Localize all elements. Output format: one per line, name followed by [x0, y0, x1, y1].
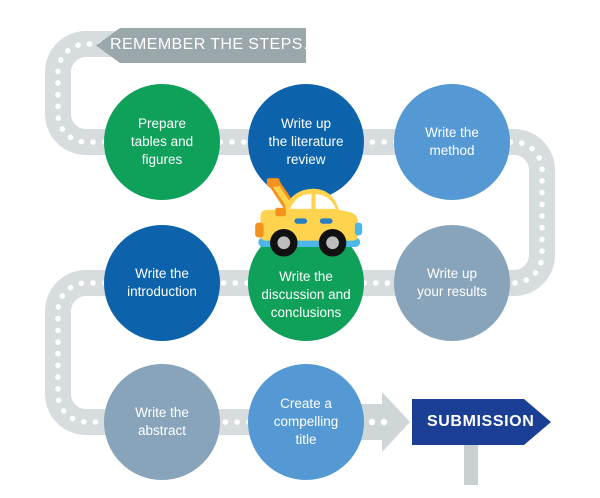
circle-create-compelling-title[interactable] — [248, 364, 364, 480]
submission-signpost[interactable] — [412, 399, 551, 485]
submission-sign-label: SUBMISSION — [427, 413, 535, 430]
circle-write-up-results[interactable] — [394, 225, 510, 341]
track-right-loop — [437, 129, 555, 296]
step-create-compelling-title[interactable] — [248, 364, 364, 480]
car-front-bumper — [255, 222, 264, 238]
car-rear-bumper — [354, 222, 363, 236]
circle-prepare-tables-figures[interactable] — [104, 84, 220, 200]
header-banner-label: REMEMBER THE STEPS… — [110, 36, 320, 53]
step-write-method[interactable] — [394, 84, 510, 200]
car-window-front — [290, 194, 312, 209]
step-write-discussion-conclusions[interactable] — [248, 225, 364, 341]
circle-write-literature-review[interactable] — [248, 84, 364, 200]
track-left-top — [45, 31, 178, 155]
track-left-loop — [45, 270, 178, 435]
step-circles — [104, 84, 510, 480]
step-write-introduction[interactable] — [104, 225, 220, 341]
signpost-post — [464, 437, 478, 485]
signpost-plate — [412, 399, 551, 445]
car-window-rear — [315, 194, 336, 209]
header-banner — [96, 28, 306, 63]
step-write-literature-review[interactable] — [248, 84, 364, 200]
car-hood-detail — [275, 207, 286, 217]
car-body — [260, 188, 358, 241]
circle-write-introduction[interactable] — [104, 225, 220, 341]
step-prepare-tables-figures[interactable] — [104, 84, 220, 200]
submission-sign[interactable] — [412, 399, 551, 445]
step-write-up-results[interactable] — [394, 225, 510, 341]
circle-write-abstract[interactable] — [104, 364, 220, 480]
car-with-jack-icon — [255, 178, 363, 257]
car-handle-front — [294, 218, 308, 224]
circle-write-method[interactable] — [394, 84, 510, 200]
step-write-abstract[interactable] — [104, 364, 220, 480]
car-handle-rear — [319, 218, 333, 224]
